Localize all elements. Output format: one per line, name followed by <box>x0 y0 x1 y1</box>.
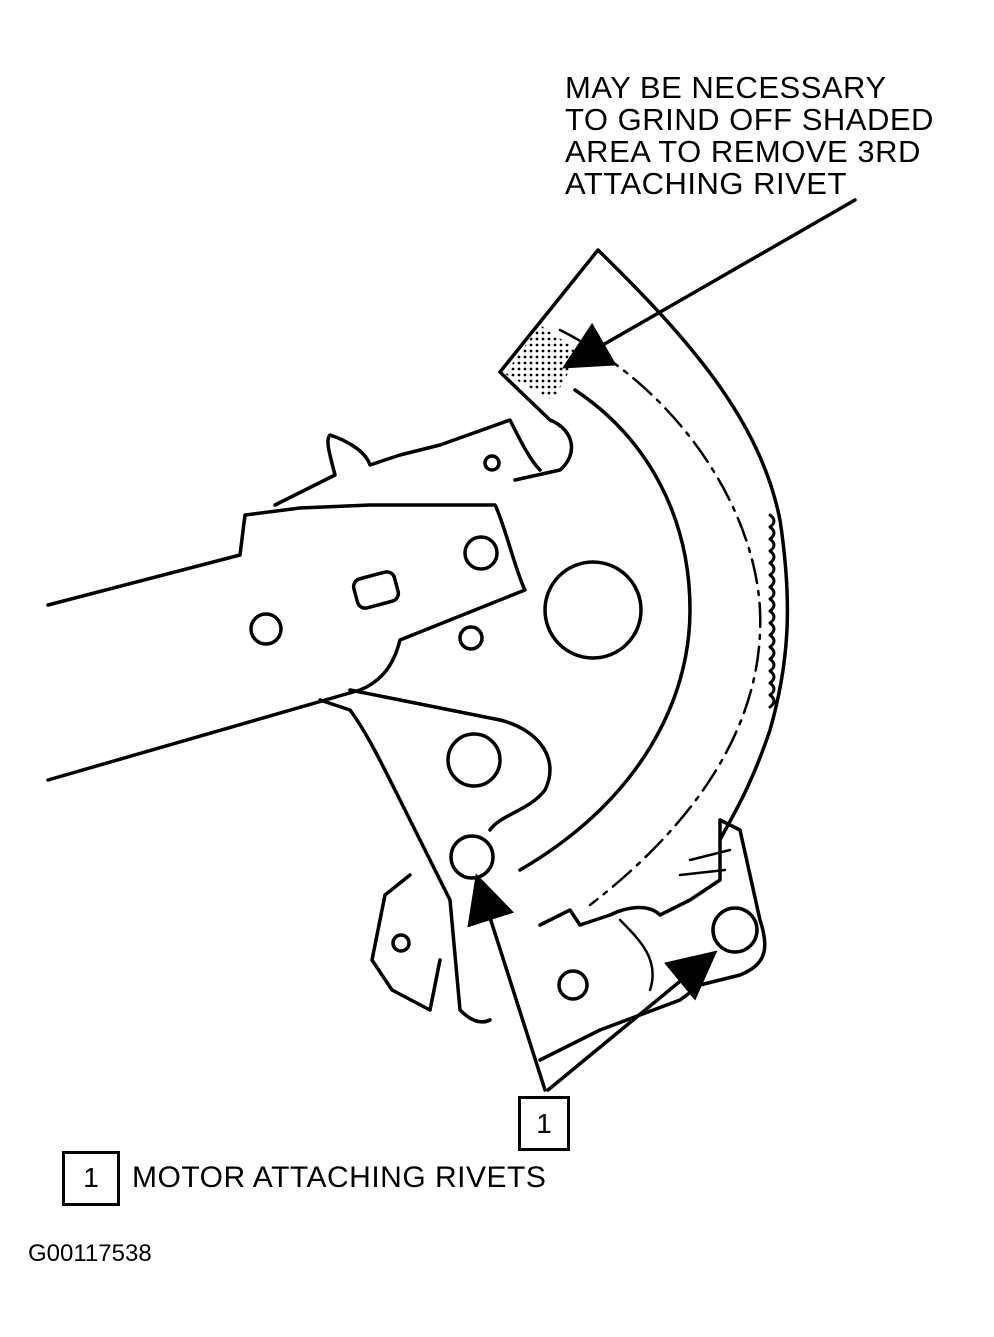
shaded-area <box>505 325 580 400</box>
arm-clip <box>351 570 401 610</box>
motor-gear-hint <box>618 848 732 992</box>
lower-plate-edge <box>348 688 552 832</box>
motor-hole <box>557 969 589 1001</box>
callout-box: 1 <box>518 1096 570 1151</box>
main-arm-top <box>46 503 527 782</box>
left-tab-hole <box>391 933 411 953</box>
note-line-1: MAY BE NECESSARY <box>565 70 887 105</box>
arm-hole-3 <box>458 625 484 651</box>
motor-housing <box>538 818 767 1062</box>
sector-inner-arc <box>518 388 692 872</box>
leader-right <box>546 950 718 1092</box>
gear-teeth <box>768 513 776 709</box>
figure-id: G00117538 <box>28 1240 152 1267</box>
leader-left <box>467 873 547 1092</box>
note-line-2: TO GRIND OFF SHADED <box>565 102 934 137</box>
sector-gear-outline <box>498 248 790 842</box>
lower-hole-1 <box>446 732 502 788</box>
sector-dashed-arc <box>558 328 762 907</box>
upper-bracket <box>273 418 542 507</box>
lower-plate <box>318 698 492 1024</box>
note-line-4: ATTACHING RIVET <box>565 166 847 201</box>
arm-hole-2 <box>463 535 499 571</box>
legend-label: MOTOR ATTACHING RIVETS <box>132 1161 547 1194</box>
grind-note: MAY BE NECESSARY TO GRIND OFF SHADED ARE… <box>565 72 934 200</box>
sector-notch <box>498 370 574 482</box>
pivot-hub <box>543 560 643 660</box>
upper-bracket-hole <box>483 454 501 472</box>
rivet-right <box>711 906 759 954</box>
note-line-3: AREA TO REMOVE 3RD <box>565 134 921 169</box>
arm-hole-1 <box>249 612 283 646</box>
note-arrow <box>561 198 857 369</box>
legend-number-box: 1 <box>62 1150 120 1206</box>
legend: 1 MOTOR ATTACHING RIVETS <box>62 1150 546 1206</box>
rivet-left <box>449 834 495 880</box>
left-tab <box>370 873 442 1012</box>
